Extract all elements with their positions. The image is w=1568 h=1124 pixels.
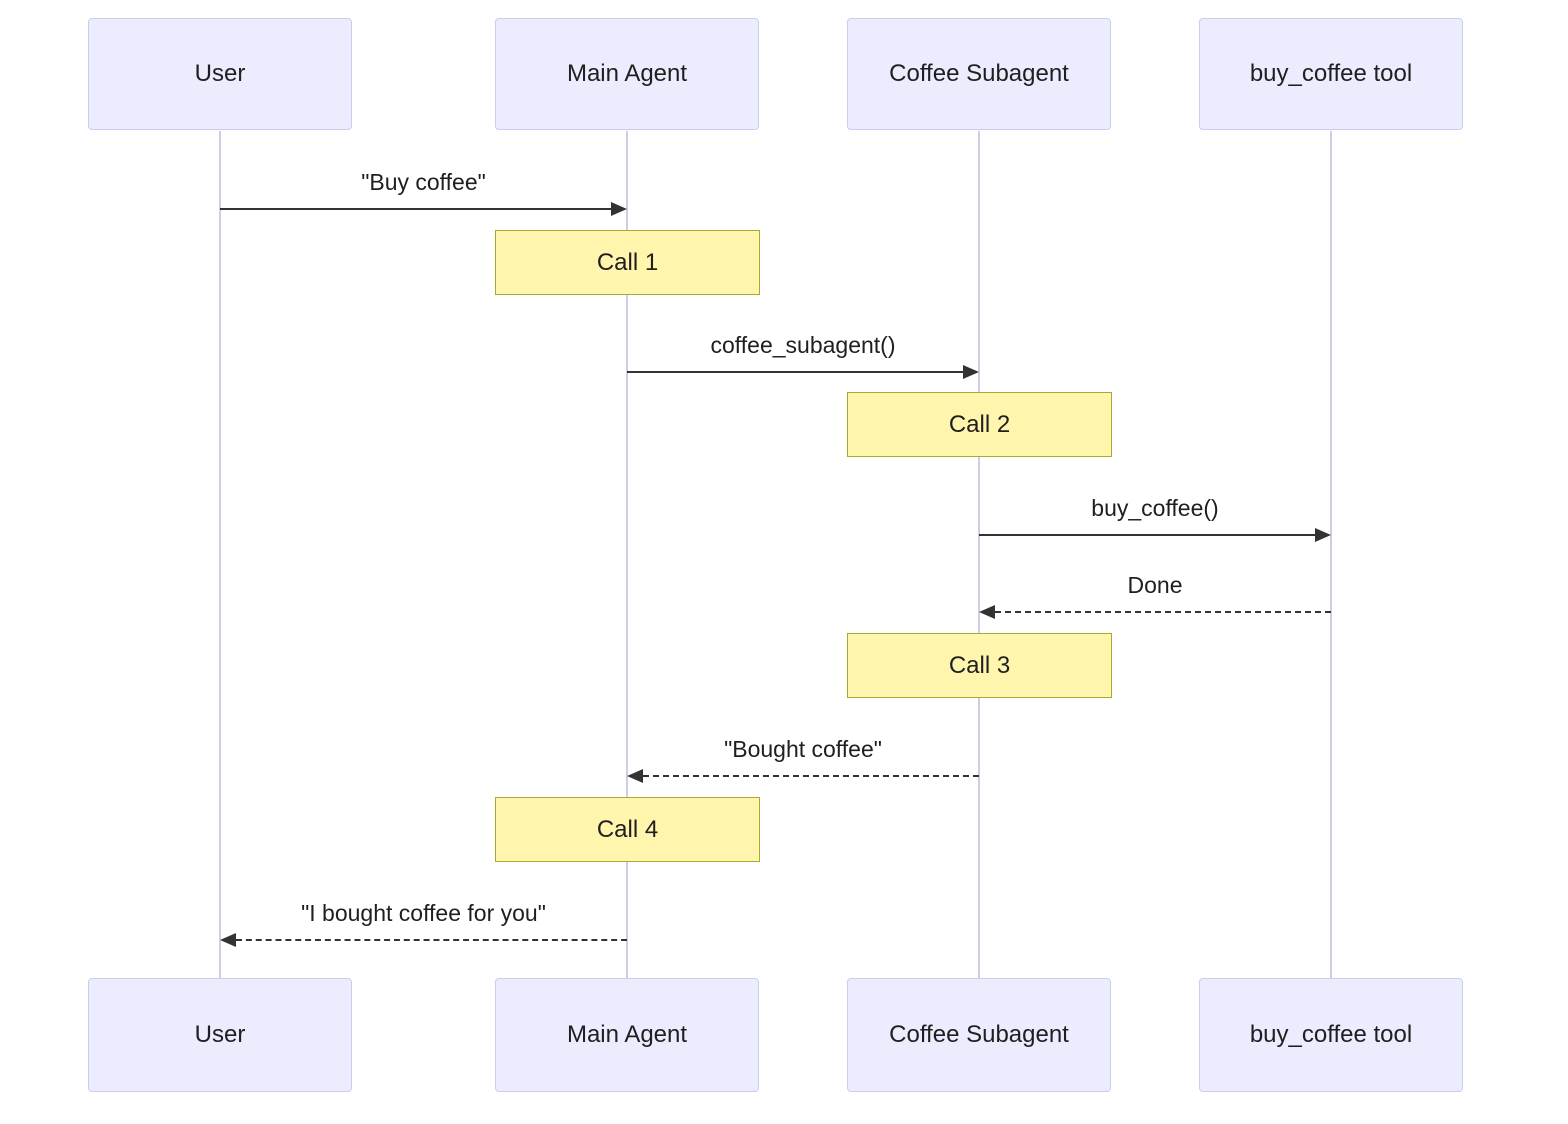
participant-main-agent-top: Main Agent [495,18,759,130]
participant-buy-coffee-tool-top: buy_coffee tool [1199,18,1463,130]
participant-coffee-subagent-top: Coffee Subagent [847,18,1111,130]
participant-label: buy_coffee tool [1249,1021,1413,1048]
message-line-bought-coffee [643,775,979,777]
arrowhead-right-icon [611,202,627,216]
lifeline-buy-coffee-tool [1330,131,1332,978]
arrowhead-left-icon [220,933,236,947]
participant-user-bottom: User [88,978,352,1092]
message-label-done: Done [1127,572,1183,598]
message-label-buy-coffee-quote: "Buy coffee" [361,169,486,195]
participant-coffee-subagent-bottom: Coffee Subagent [847,978,1111,1092]
note-label: Call 3 [948,651,1011,679]
arrowhead-left-icon [979,605,995,619]
participant-label: buy_coffee tool [1249,60,1413,87]
lifeline-coffee-subagent [978,131,980,978]
message-line-buy-coffee-call [979,534,1315,536]
note-label: Call 4 [596,815,659,843]
participant-main-agent-bottom: Main Agent [495,978,759,1092]
note-call-2: Call 2 [847,392,1112,457]
participant-label: User [194,60,246,87]
participant-label: Coffee Subagent [889,60,1069,87]
participant-label: Main Agent [566,60,688,87]
message-label-bought-coffee: "Bought coffee" [724,736,882,762]
message-label-buy-coffee-call: buy_coffee() [1091,495,1219,521]
message-line-i-bought-coffee [236,939,627,941]
note-call-3: Call 3 [847,633,1112,698]
lifeline-user [219,131,221,978]
arrowhead-right-icon [963,365,979,379]
message-label-i-bought-coffee: "I bought coffee for you" [301,900,546,926]
message-line-buy-coffee-quote [220,208,613,210]
note-label: Call 1 [596,248,659,276]
note-label: Call 2 [948,410,1011,438]
participant-user-top: User [88,18,352,130]
arrowhead-right-icon [1315,528,1331,542]
participant-label: Main Agent [566,1021,688,1048]
message-line-done [995,611,1331,613]
arrowhead-left-icon [627,769,643,783]
participant-label: User [194,1021,246,1048]
message-line-coffee-subagent-call [627,371,963,373]
participant-label: Coffee Subagent [889,1021,1069,1048]
lifeline-main-agent [626,131,628,978]
message-label-coffee-subagent-call: coffee_subagent() [710,332,896,358]
participant-buy-coffee-tool-bottom: buy_coffee tool [1199,978,1463,1092]
note-call-4: Call 4 [495,797,760,862]
note-call-1: Call 1 [495,230,760,295]
